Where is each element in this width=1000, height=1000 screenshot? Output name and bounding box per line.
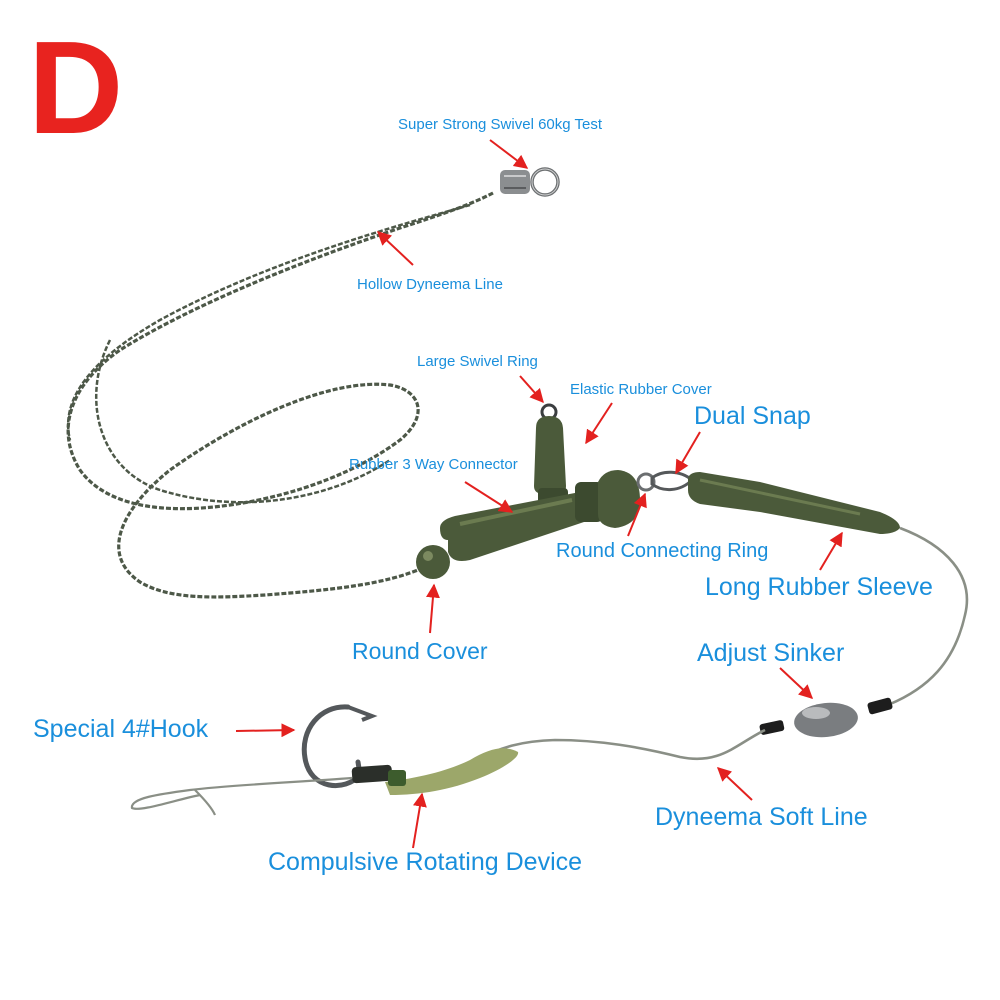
sinker-stopper-left <box>759 720 785 735</box>
variant-badge: D <box>28 14 124 161</box>
long-rubber-sleeve <box>688 472 900 534</box>
arrow-elastic-cover <box>585 402 613 445</box>
adjust-sinker <box>794 702 858 738</box>
arrow-dual-snap <box>675 431 701 475</box>
arrow-swivel <box>489 139 529 169</box>
rubber-three-way-connector <box>440 492 590 561</box>
dyneema-soft-line-upper <box>879 526 969 710</box>
arrow-adjust-sinker <box>779 667 814 699</box>
label-swivel: Super Strong Swivel 60kg Test <box>398 116 603 133</box>
label-soft-line: Dyneema Soft Line <box>655 803 868 831</box>
label-hook: Special 4#Hook <box>33 715 209 743</box>
special-hook <box>301 704 363 789</box>
arrow-soft-line <box>716 767 753 801</box>
label-rotating-device: Compulsive Rotating Device <box>268 848 583 876</box>
round-dome-cover <box>598 470 640 528</box>
dyneema-soft-line-lower <box>479 728 766 761</box>
label-adjust-sinker: Adjust Sinker <box>697 639 845 667</box>
arrow-large-ring <box>519 375 544 404</box>
arrow-hook <box>235 723 296 738</box>
label-large-swivel-ring: Large Swivel Ring <box>417 353 538 370</box>
arrow-round-ring <box>627 492 647 537</box>
round-connecting-ring <box>636 472 656 492</box>
label-round-cover: Round Cover <box>352 638 488 664</box>
swivel <box>500 167 560 197</box>
round-cover <box>416 545 450 579</box>
dual-snap <box>650 470 695 491</box>
arrow-round-cover <box>425 583 440 634</box>
label-long-sleeve: Long Rubber Sleeve <box>705 573 933 601</box>
compulsive-rotating-device <box>385 748 519 795</box>
label-elastic-cover: Elastic Rubber Cover <box>570 381 712 398</box>
elastic-rubber-cover <box>534 416 566 494</box>
sinker-stopper-right <box>867 697 893 715</box>
label-dual-snap: Dual Snap <box>694 402 811 430</box>
arrow-three-way <box>464 481 514 513</box>
label-hollow-line: Hollow Dyneema Line <box>357 276 503 293</box>
label-three-way-connector: Rubber 3 Way Connector <box>349 456 518 473</box>
arrow-hollow-line <box>376 231 414 266</box>
label-round-ring: Round Connecting Ring <box>556 540 769 562</box>
hollow-dyneema-line <box>66 191 494 599</box>
arrow-long-sleeve <box>819 531 843 571</box>
hair-rig-line <box>130 776 353 810</box>
arrow-rotating-device <box>412 792 427 849</box>
